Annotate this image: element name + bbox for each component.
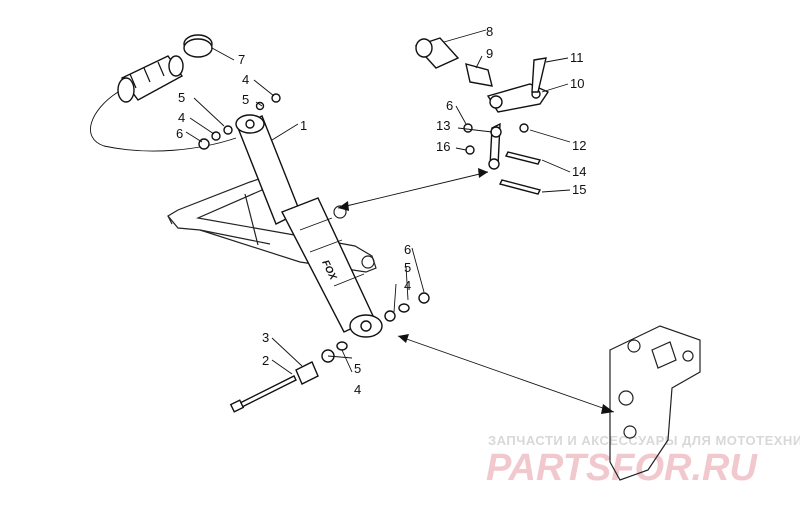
callout-14: 14 (572, 164, 586, 179)
shock-absorber: FOX (235, 114, 383, 338)
mounting-bracket (609, 325, 701, 481)
callout-5-right: 5 (404, 260, 411, 275)
callout-4-bottom: 4 (354, 382, 361, 397)
callout-9: 9 (486, 46, 493, 61)
callout-5-left: 5 (178, 90, 185, 105)
callout-8: 8 (486, 24, 493, 39)
callout-6-left: 6 (176, 126, 183, 141)
callout-1: 1 (300, 118, 307, 133)
top-mount-hardware (198, 93, 281, 150)
callout-6-link: 6 (446, 98, 453, 113)
callouts: 1 2 3 4 4 4 4 5 5 5 5 6 6 6 7 8 9 10 11 … (176, 24, 586, 397)
reference-arrows (337, 168, 615, 414)
callout-3: 3 (262, 330, 269, 345)
lower-bolt-assembly (229, 292, 430, 413)
callout-10: 10 (570, 76, 584, 91)
callout-16: 16 (436, 139, 450, 154)
callout-4-left: 4 (178, 110, 185, 125)
callout-15: 15 (572, 182, 586, 197)
a-arm-frame (167, 177, 377, 273)
leader-lines (185, 29, 571, 375)
callout-12: 12 (572, 138, 586, 153)
callout-6-right: 6 (404, 242, 411, 257)
hose-clamp (183, 34, 213, 58)
watermark-tagline: ЗАПЧАСТИ И АКСЕССУАРЫ ДЛЯ МОТОТЕХНИКИ (488, 433, 800, 448)
callout-4-top: 4 (242, 72, 249, 87)
callout-7: 7 (238, 52, 245, 67)
callout-5-bottom: 5 (354, 361, 361, 376)
callout-5-top: 5 (242, 92, 249, 107)
watermark-logo: PARTSFOR.RU (486, 447, 758, 489)
callout-4-right: 4 (404, 278, 411, 293)
callout-11: 11 (570, 50, 584, 65)
callout-13: 13 (436, 118, 450, 133)
callout-2: 2 (262, 353, 269, 368)
